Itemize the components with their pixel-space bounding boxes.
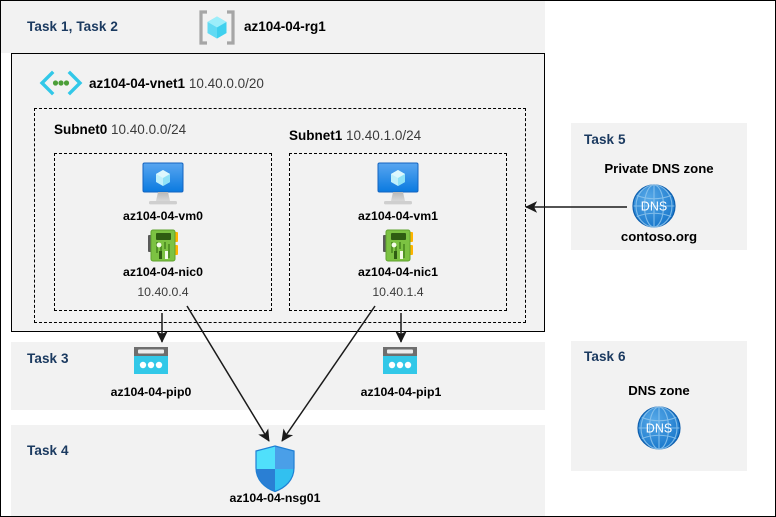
private-dns-zone-heading: Private DNS zone xyxy=(604,161,714,176)
network-security-group-icon xyxy=(254,445,296,493)
public-ip-band xyxy=(11,342,545,410)
subnet0-cidr: 10.40.0.0/24 xyxy=(111,122,187,137)
virtual-network-icon xyxy=(39,70,83,96)
public-ip-address-icon xyxy=(381,346,419,378)
task-label-public-ip: Task 3 xyxy=(27,351,69,366)
pip1-label: az104-04-pip1 xyxy=(360,385,442,399)
subnet1-name: Subnet1 xyxy=(289,128,343,143)
subnet1-cidr: 10.40.1.0/24 xyxy=(346,128,422,143)
nic1-ip: 10.40.1.4 xyxy=(372,285,424,299)
resource-group-icon xyxy=(198,9,236,46)
subnet0-title: Subnet0 10.40.0.0/24 xyxy=(54,121,186,139)
vnet-name: az104-04-vnet1 xyxy=(89,76,186,91)
virtual-machine-icon xyxy=(136,161,190,207)
subnet0-box xyxy=(54,153,272,311)
subnet1-box xyxy=(289,153,507,311)
task-label-rg: Task 1, Task 2 xyxy=(27,19,118,34)
subnet0-name: Subnet0 xyxy=(54,122,108,137)
nsg-label: az104-04-nsg01 xyxy=(229,491,321,505)
task-label-private-dns: Task 5 xyxy=(584,132,626,147)
public-ip-address-icon xyxy=(132,346,170,378)
virtual-machine-icon xyxy=(371,161,425,207)
svg-text:DNS: DNS xyxy=(646,422,672,436)
vnet-title: az104-04-vnet1 10.40.0.0/20 xyxy=(89,75,264,93)
dns-zone-heading: DNS zone xyxy=(628,383,690,398)
nic0-ip: 10.40.0.4 xyxy=(137,285,189,299)
pip0-label: az104-04-pip0 xyxy=(110,385,192,399)
network-interface-icon xyxy=(147,229,179,263)
task-label-dns: Task 6 xyxy=(584,349,626,364)
vm0-label: az104-04-vm0 xyxy=(123,209,203,223)
vnet-address-space: 10.40.0.0/20 xyxy=(188,76,264,91)
network-interface-icon xyxy=(382,229,414,263)
vm1-label: az104-04-vm1 xyxy=(358,209,438,223)
vnet-container xyxy=(11,53,545,332)
dns-globe-icon: DNS xyxy=(636,405,682,451)
resource-group-band xyxy=(1,1,545,53)
resource-group-name: az104-04-rg1 xyxy=(244,19,326,34)
private-dns-zone-name: contoso.org xyxy=(620,229,698,244)
subnet1-title: Subnet1 10.40.1.0/24 xyxy=(289,127,421,145)
task-label-nsg: Task 4 xyxy=(27,443,69,458)
dns-globe-icon: DNS xyxy=(631,183,677,229)
nic0-label: az104-04-nic0 xyxy=(123,265,203,279)
svg-text:DNS: DNS xyxy=(641,200,667,214)
nic1-label: az104-04-nic1 xyxy=(358,265,438,279)
subnets-container xyxy=(34,108,526,323)
